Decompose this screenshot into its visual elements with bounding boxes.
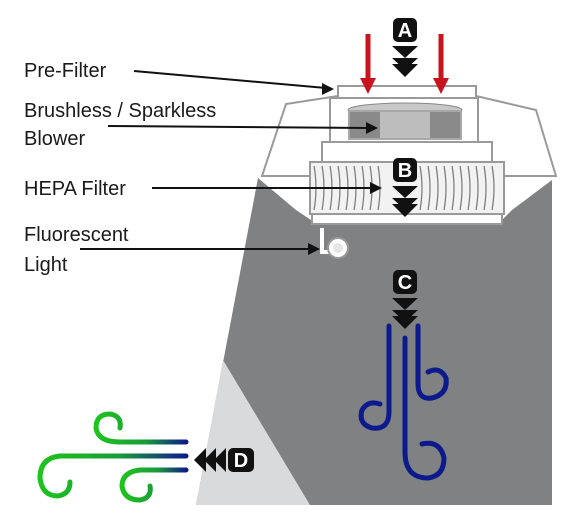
blower — [347, 102, 463, 140]
svg-text:B: B — [398, 160, 412, 182]
pre-filter-label: Pre-Filter — [24, 60, 107, 82]
svg-text:A: A — [398, 20, 412, 42]
exhaust-airflow-icon — [37, 411, 189, 503]
svg-text:D: D — [234, 450, 248, 472]
intake-arrows — [360, 34, 449, 94]
hood-body — [196, 178, 552, 505]
blower-label-line1: Brushless / Sparkless — [24, 100, 217, 122]
svg-text:C: C — [398, 272, 412, 294]
blower-label-line2: Blower — [24, 128, 86, 150]
fluorescent-label-line2: Light — [24, 254, 68, 276]
badge-b: B — [392, 158, 418, 217]
label-pointers — [80, 70, 382, 255]
badge-a: A — [392, 18, 418, 77]
badge-c: C — [392, 270, 418, 329]
badge-d: D — [194, 448, 254, 472]
laminar-airflow-icon — [358, 323, 449, 481]
hepa-filter-label: HEPA Filter — [24, 178, 126, 200]
fluorescent-light — [320, 228, 349, 259]
fluorescent-label-line1: Fluorescent — [24, 224, 129, 246]
